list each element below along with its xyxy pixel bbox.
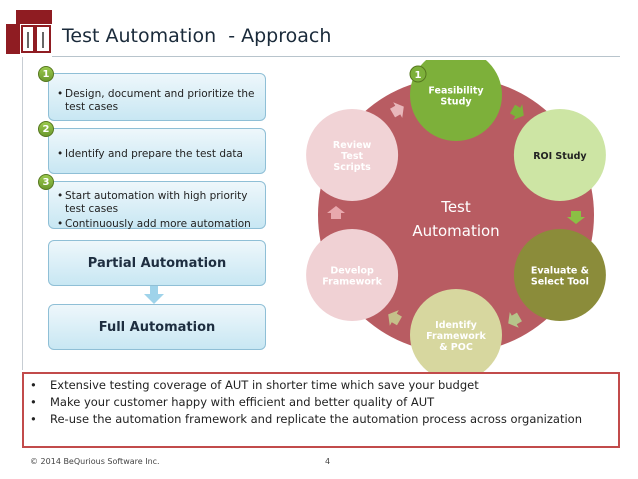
cycle-start-badge-label: 1 bbox=[415, 70, 422, 81]
side-divider bbox=[22, 57, 23, 370]
cycle-node-2 bbox=[513, 109, 606, 201]
cycle-arrow-icon bbox=[327, 206, 345, 219]
cycle-node-3-label: Evaluate & bbox=[531, 266, 589, 277]
cycle-arrow-icon bbox=[388, 310, 402, 326]
step-2-item: •Identify and prepare the test data bbox=[57, 148, 243, 160]
title-divider bbox=[52, 56, 620, 57]
cycle-arrow-icon bbox=[390, 102, 404, 118]
cycle-node-3-label: Select Tool bbox=[531, 277, 589, 288]
step-box-1: •Design, document and prioritize the tes… bbox=[48, 73, 266, 121]
page-number: 4 bbox=[325, 457, 331, 466]
cycle-node-6-label: Scripts bbox=[333, 162, 371, 173]
cycle-node-6-label: Review bbox=[333, 140, 372, 151]
benefit-item: •Extensive testing coverage of AUT in sh… bbox=[30, 378, 479, 392]
full-automation-box: Full Automation bbox=[48, 304, 266, 350]
cycle-node-3 bbox=[513, 229, 606, 321]
cycle-node-1-label: Study bbox=[440, 97, 472, 108]
cycle-arrow-icon bbox=[508, 312, 522, 328]
cycle-node-5 bbox=[306, 229, 399, 321]
cycle-center-line1: Test bbox=[440, 198, 471, 216]
cycle-node-5-label: Framework bbox=[322, 277, 382, 288]
footer-copyright: © 2014 BeQurious Software Inc. bbox=[30, 457, 160, 466]
step-3-item-1: •Start automation with high priority tes… bbox=[57, 190, 248, 215]
step-1-item: •Design, document and prioritize the tes… bbox=[57, 88, 255, 113]
cycle-node-1-label: Feasibility bbox=[428, 86, 484, 97]
cycle-node-4 bbox=[410, 289, 502, 372]
cycle-node-6 bbox=[306, 109, 399, 201]
cycle-node-2-label: ROI Study bbox=[533, 151, 587, 162]
cycle-node-5-label: Develop bbox=[330, 266, 374, 277]
step-1-badge: 1 bbox=[38, 66, 54, 82]
slide-title: Test Automation - Approach bbox=[62, 25, 332, 47]
partial-automation-box: Partial Automation bbox=[48, 240, 266, 286]
cycle-node-1 bbox=[410, 60, 502, 141]
cycle-center-line2: Automation bbox=[412, 222, 499, 240]
benefit-item: •Make your customer happy with efficient… bbox=[30, 395, 435, 409]
down-arrow-icon bbox=[144, 286, 164, 304]
cycle-node-6-label: Test bbox=[341, 151, 363, 162]
cycle-arrow-icon bbox=[510, 104, 524, 120]
cycle-node-4-label: Identify bbox=[435, 320, 477, 331]
benefit-item: •Re-use the automation framework and rep… bbox=[30, 412, 582, 426]
cycle-start-badge bbox=[409, 65, 427, 83]
step-3-badge: 3 bbox=[38, 174, 54, 190]
step-box-3: •Start automation with high priority tes… bbox=[48, 181, 266, 230]
step-3-item-2: •Continuously add more automation bbox=[57, 218, 251, 230]
benefits-banner: •Extensive testing coverage of AUT in sh… bbox=[22, 372, 620, 448]
step-box-2: •Identify and prepare the test data bbox=[48, 128, 266, 174]
cycle-node-4-label: Framework bbox=[426, 331, 486, 342]
cycle-arrow-icon bbox=[567, 211, 585, 224]
cycle-node-4-label: & POC bbox=[439, 342, 473, 353]
step-2-badge: 2 bbox=[38, 121, 54, 137]
company-logo bbox=[6, 10, 52, 54]
